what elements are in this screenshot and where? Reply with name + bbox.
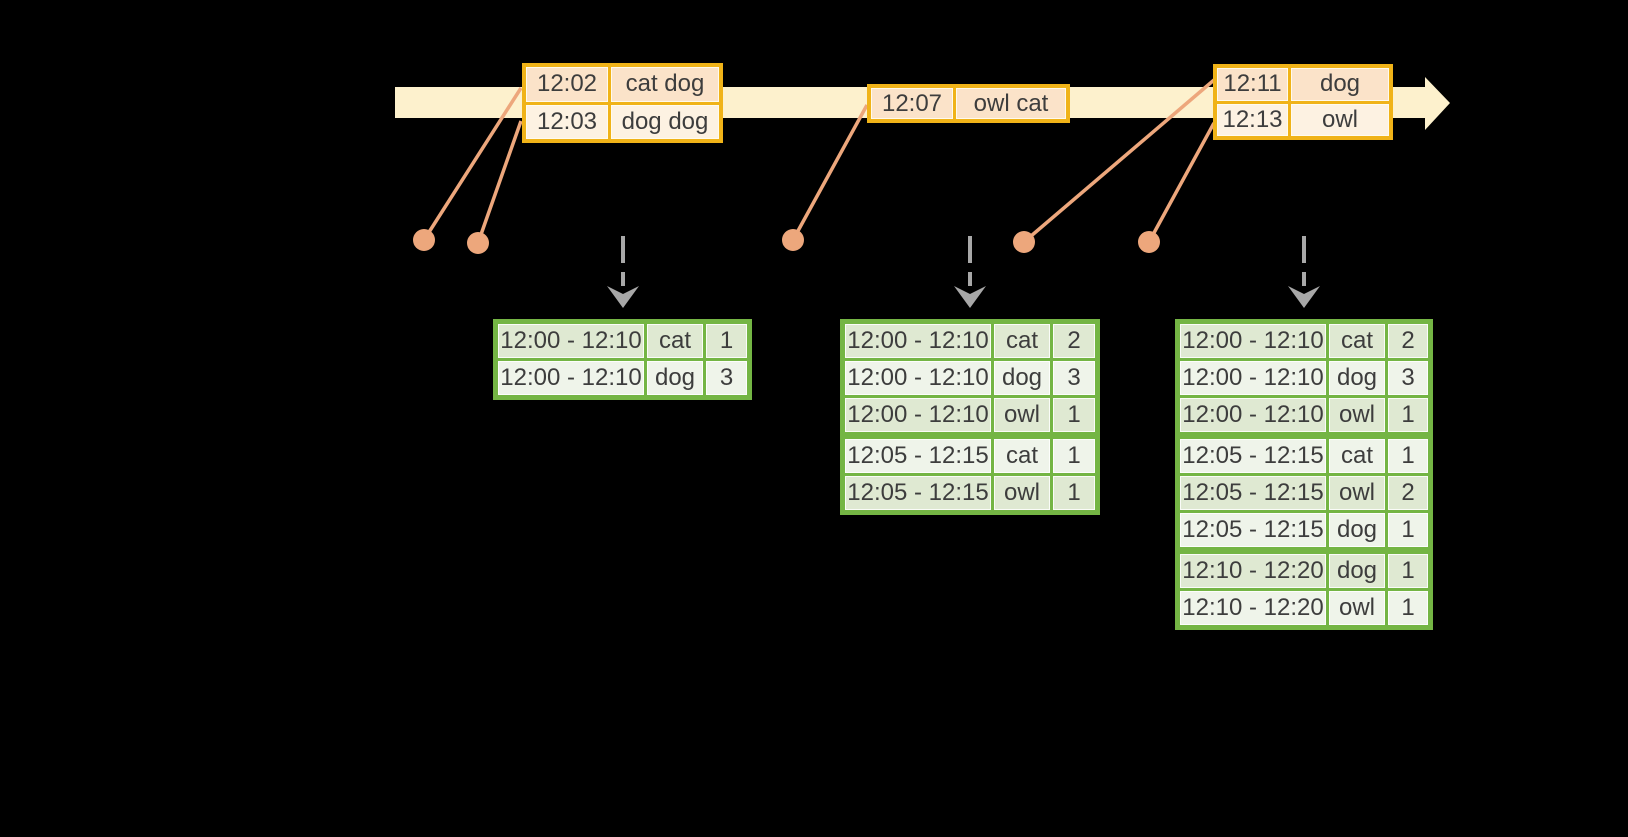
result-count-cell: 1 — [1388, 513, 1428, 547]
result-row: 12:00 - 12:10 cat 1 — [498, 324, 747, 358]
result-word-cell: dog — [1329, 513, 1385, 547]
event-row: 12:03 dog dog — [526, 104, 719, 139]
result-row: 12:00 - 12:10 dog 3 — [845, 361, 1095, 395]
result-count-cell: 3 — [1388, 361, 1428, 395]
result-word-cell: dog — [1329, 361, 1385, 395]
event-row: 12:13 owl — [1217, 103, 1389, 136]
result-word-cell: dog — [1329, 554, 1385, 588]
connector-line — [1147, 122, 1216, 243]
connector-line — [476, 120, 523, 244]
result-window-cell: 12:05 - 12:15 — [845, 476, 991, 510]
result-row: 12:00 - 12:10 cat 2 — [1180, 324, 1428, 358]
result-window-cell: 12:00 - 12:10 — [1180, 324, 1326, 358]
event-table-3: 12:11 dog 12:13 owl — [1213, 64, 1393, 140]
result-window-cell: 12:10 - 12:20 — [1180, 554, 1326, 588]
event-dot — [1138, 231, 1160, 253]
result-word-cell: owl — [994, 476, 1050, 510]
event-time-cell: 12:07 — [871, 88, 953, 119]
event-connectors — [422, 78, 1216, 244]
event-words-cell: owl cat — [956, 88, 1066, 119]
event-words-cell: cat dog — [611, 67, 719, 102]
result-word-cell: cat — [994, 439, 1050, 473]
result-row: 12:10 - 12:20 dog 1 — [1180, 554, 1428, 588]
result-count-cell: 1 — [1053, 476, 1095, 510]
result-table-1: 12:00 - 12:10 cat 1 12:00 - 12:10 dog 3 — [493, 319, 752, 400]
timeline-arrowhead-icon — [1425, 77, 1450, 130]
result-window-cell: 12:10 - 12:20 — [1180, 591, 1326, 625]
result-word-cell: owl — [1329, 591, 1385, 625]
event-row: 12:02 cat dog — [526, 67, 719, 102]
result-word-cell: cat — [1329, 439, 1385, 473]
result-row: 12:00 - 12:10 dog 3 — [498, 361, 747, 395]
result-window-cell: 12:00 - 12:10 — [845, 398, 991, 432]
result-word-cell: cat — [647, 324, 703, 358]
event-row: 12:11 dog — [1217, 68, 1389, 101]
event-row: 12:07 owl cat — [871, 88, 1066, 119]
result-count-cell: 1 — [1388, 439, 1428, 473]
trigger-arrow-stems — [621, 236, 1306, 286]
result-window-cell: 12:05 - 12:15 — [845, 439, 991, 473]
result-count-cell: 2 — [1053, 324, 1095, 358]
result-count-cell: 3 — [1053, 361, 1095, 395]
result-window-cell: 12:00 - 12:10 — [498, 324, 644, 358]
result-count-cell: 1 — [1053, 398, 1095, 432]
event-dot — [1013, 231, 1035, 253]
down-arrow-icon — [607, 286, 639, 308]
event-dot — [467, 232, 489, 254]
result-window-cell: 12:05 - 12:15 — [1180, 476, 1326, 510]
down-arrow-icon — [1288, 286, 1320, 308]
result-word-cell: owl — [1329, 476, 1385, 510]
result-word-cell: cat — [1329, 324, 1385, 358]
result-window-cell: 12:00 - 12:10 — [845, 361, 991, 395]
trigger-arrowheads — [607, 286, 1320, 308]
result-window-cell: 12:00 - 12:10 — [498, 361, 644, 395]
event-words-cell: owl — [1291, 103, 1389, 136]
result-count-cell: 1 — [1053, 439, 1095, 473]
event-table-2: 12:07 owl cat — [867, 84, 1070, 123]
result-window-cell: 12:00 - 12:10 — [1180, 398, 1326, 432]
event-dot — [782, 229, 804, 251]
result-count-cell: 1 — [1388, 398, 1428, 432]
connector-line — [791, 104, 869, 241]
event-time-cell: 12:13 — [1217, 103, 1288, 136]
result-count-cell: 1 — [1388, 554, 1428, 588]
result-word-cell: dog — [647, 361, 703, 395]
result-table-2: 12:00 - 12:10 cat 2 12:00 - 12:10 dog 3 … — [840, 319, 1100, 515]
event-time-cell: 12:03 — [526, 104, 608, 139]
connector-line — [1022, 78, 1216, 244]
result-word-cell: cat — [994, 324, 1050, 358]
down-arrow-icon — [954, 286, 986, 308]
result-count-cell: 1 — [706, 324, 747, 358]
result-count-cell: 2 — [1388, 476, 1428, 510]
result-row: 12:05 - 12:15 cat 1 — [1180, 439, 1428, 473]
result-row: 12:00 - 12:10 cat 2 — [845, 324, 1095, 358]
result-word-cell: dog — [994, 361, 1050, 395]
result-row: 12:05 - 12:15 cat 1 — [845, 439, 1095, 473]
event-time-cell: 12:11 — [1217, 68, 1288, 101]
result-row: 12:10 - 12:20 owl 1 — [1180, 591, 1428, 625]
connector-line — [422, 87, 523, 241]
event-words-cell: dog — [1291, 68, 1389, 101]
result-row: 12:05 - 12:15 dog 1 — [1180, 513, 1428, 547]
result-row: 12:00 - 12:10 dog 3 — [1180, 361, 1428, 395]
result-row: 12:00 - 12:10 owl 1 — [845, 398, 1095, 432]
event-dots — [413, 229, 1160, 254]
event-dot — [413, 229, 435, 251]
result-row: 12:05 - 12:15 owl 1 — [845, 476, 1095, 510]
event-table-1: 12:02 cat dog 12:03 dog dog — [522, 63, 723, 143]
result-count-cell: 1 — [1388, 591, 1428, 625]
result-table-3: 12:00 - 12:10 cat 2 12:00 - 12:10 dog 3 … — [1175, 319, 1433, 630]
result-row: 12:05 - 12:15 owl 2 — [1180, 476, 1428, 510]
result-window-cell: 12:00 - 12:10 — [1180, 361, 1326, 395]
result-window-cell: 12:00 - 12:10 — [845, 324, 991, 358]
result-window-cell: 12:05 - 12:15 — [1180, 513, 1326, 547]
result-word-cell: owl — [1329, 398, 1385, 432]
result-window-cell: 12:05 - 12:15 — [1180, 439, 1326, 473]
result-row: 12:00 - 12:10 owl 1 — [1180, 398, 1428, 432]
result-count-cell: 3 — [706, 361, 747, 395]
result-word-cell: owl — [994, 398, 1050, 432]
event-words-cell: dog dog — [611, 104, 719, 139]
event-time-cell: 12:02 — [526, 67, 608, 102]
result-count-cell: 2 — [1388, 324, 1428, 358]
